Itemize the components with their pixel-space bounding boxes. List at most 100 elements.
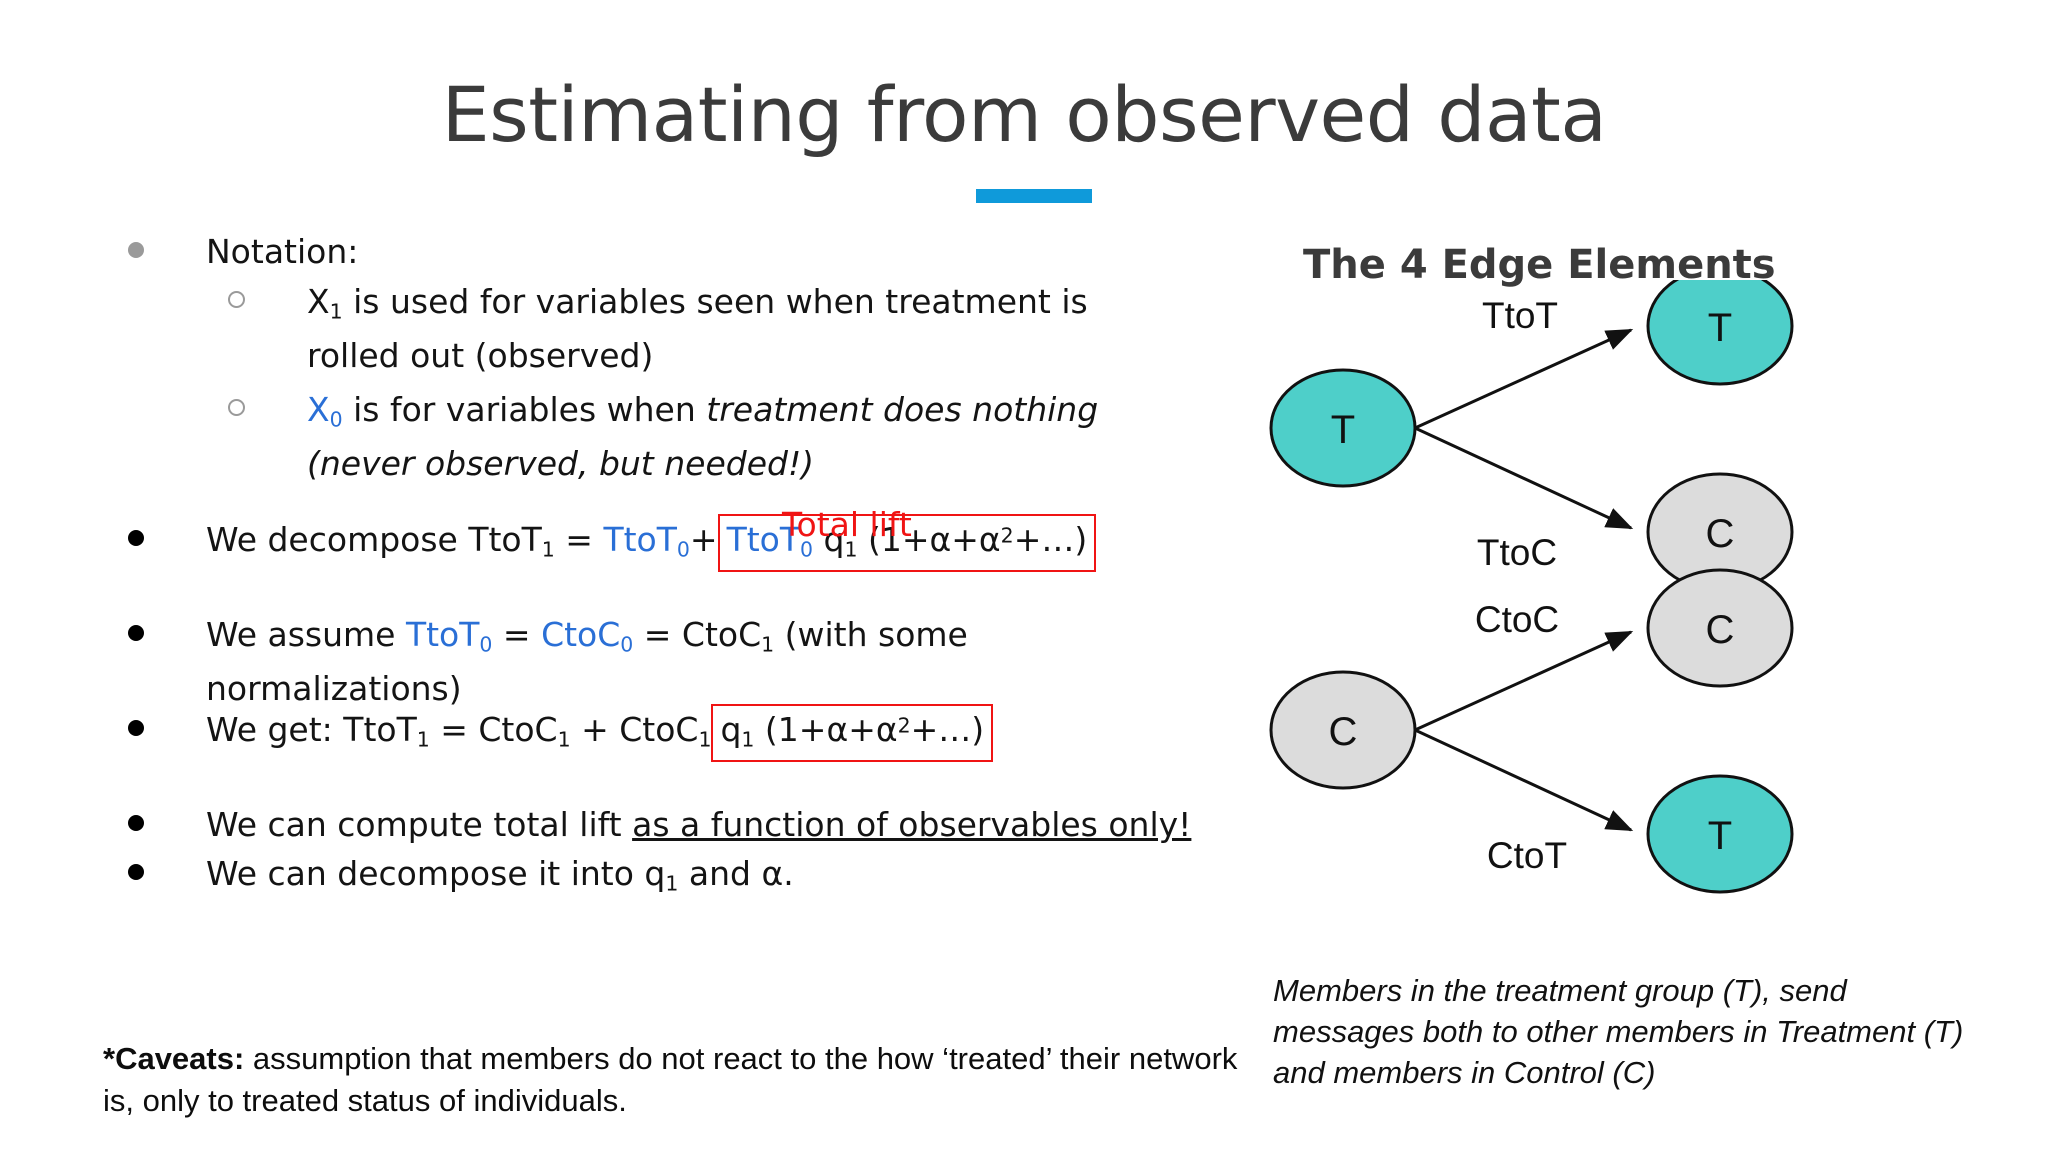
bullet-conclusion-compute: We can compute total lift as a function … xyxy=(128,798,1228,852)
variable-x0-base: X xyxy=(307,390,330,429)
variable-x1-subscript: 1 xyxy=(329,299,343,324)
boxed-series-close: +…) xyxy=(1013,520,1088,559)
variable-x0-subscript: 0 xyxy=(329,407,343,432)
equation-assume-lead: We assume xyxy=(206,615,406,654)
conclusion-decompose-plain-a: We can decompose it into q xyxy=(206,854,666,893)
equation-assume-eq1: = xyxy=(492,615,542,654)
bullet-dot-icon xyxy=(128,625,144,641)
edge-label-ctot: CtoT xyxy=(1487,835,1567,876)
equation-assume-t1-sub: 0 xyxy=(479,632,493,657)
bullet-circle-icon xyxy=(228,399,245,416)
edge-label-ttoc: TtoC xyxy=(1477,532,1557,573)
bullet-circle-icon xyxy=(228,291,245,308)
bullet-equation-decompose: We decompose TtoT1 = TtoT0+TtoT0 q1 (1+α… xyxy=(128,513,1188,572)
edge-label-ctoc: CtoC xyxy=(1475,599,1559,640)
equation-decompose-text: We decompose TtoT1 = TtoT0+TtoT0 q1 (1+α… xyxy=(206,513,1097,572)
bullet-notation-x0: X0 is for variables when treatment does … xyxy=(228,383,1168,491)
equation-weget-lead-sub: 1 xyxy=(416,727,430,752)
equation-decompose-plus: + xyxy=(689,520,718,559)
node-control-target-bottom xyxy=(1646,568,1794,688)
bullet-dot-icon xyxy=(128,530,144,546)
bullet-notation-x1-text: X1 is used for variables seen when treat… xyxy=(307,275,1168,383)
equation-assume-t3-sub: 1 xyxy=(761,632,775,657)
right-diagram-column: The 4 Edge Elements TtoT TtoC T T C xyxy=(1255,225,2048,1125)
equation-assume-tail: (with some normalizations) xyxy=(206,615,968,708)
equation-decompose-equals: = xyxy=(554,520,604,559)
node-treatment-target-bottom xyxy=(1646,774,1794,894)
edge-elements-diagram: TtoT TtoC T T C CtoC CtoT C C xyxy=(1269,280,1794,894)
boxed2-q: q xyxy=(720,710,742,749)
variable-x0-description: is for variables when xyxy=(342,390,707,429)
conclusion-decompose-plain-b: and α. xyxy=(678,854,794,893)
conclusion-decompose-text: We can decompose it into q1 and α. xyxy=(206,847,794,901)
variable-x1-description: is used for variables seen when treatmen… xyxy=(307,282,1088,375)
bullet-notation-x0-text: X0 is for variables when treatment does … xyxy=(307,383,1168,491)
equation-decompose-lead-sub: 1 xyxy=(541,537,555,562)
caveats-note: *Caveats: assumption that members do not… xyxy=(103,1038,1253,1122)
equation-decompose-lead: We decompose TtoT xyxy=(206,520,542,559)
boxed-term: TtoT xyxy=(726,520,801,559)
diagram-caption: Members in the treatment group (T), send… xyxy=(1273,973,1964,1090)
conclusion-decompose-sub: 1 xyxy=(665,871,679,896)
page-title: Estimating from observed data xyxy=(441,70,1607,159)
equation-decompose-term-sub: 0 xyxy=(676,537,690,562)
equation-assume-text: We assume TtoT0 = CtoC0 = CtoC1 (with so… xyxy=(206,608,1228,716)
bullet-notation-label: Notation: xyxy=(206,232,359,271)
bullet-conclusion-decompose: We can decompose it into q1 and α. xyxy=(128,847,1128,901)
bullet-dot-icon xyxy=(128,720,144,736)
node-label-treatment-source: T xyxy=(1331,408,1355,452)
conclusion-compute-plain: We can compute total lift xyxy=(206,805,633,844)
node-label-control-source: C xyxy=(1329,710,1358,754)
node-label-treatment-target: T xyxy=(1708,306,1732,350)
node-label-control-target-bottom: C xyxy=(1706,608,1735,652)
edge-ttoc-arrow xyxy=(1414,426,1634,530)
equation-assume-t1: TtoT xyxy=(405,615,480,654)
boxed2-series-open: (1+α+α xyxy=(754,710,898,749)
total-lift-box: TtoT0 q1 (1+α+α2+…) xyxy=(717,514,1097,572)
bullet-equation-assume: We assume TtoT0 = CtoC0 = CtoC1 (with so… xyxy=(128,608,1228,716)
boxed2-series-exponent: 2 xyxy=(897,713,911,738)
bullet-dot-icon xyxy=(128,864,144,880)
edge-label-ttot: TtoT xyxy=(1482,295,1558,336)
equation-decompose-term: TtoT xyxy=(603,520,677,559)
lift-factor-box: q1 (1+α+α2+…) xyxy=(711,704,994,762)
equation-assume-t2: CtoC xyxy=(541,615,621,654)
boxed-series-open: (1+α+α xyxy=(857,520,1001,559)
equation-weget-plus-sub: 1 xyxy=(698,727,712,752)
node-label-treatment-target-bottom: T xyxy=(1708,814,1732,858)
equation-weget-equals: = CtoC xyxy=(429,710,558,749)
left-content-column: Notation: X1 is used for variables seen … xyxy=(0,225,1250,985)
equation-weget-plus: + CtoC xyxy=(570,710,699,749)
equation-weget-mid-sub: 1 xyxy=(557,727,571,752)
variable-x0-description-italic: treatment does nothing (never observed, … xyxy=(307,390,1099,483)
variable-x1-base: X xyxy=(307,282,330,321)
node-label-control-target-top: C xyxy=(1706,512,1735,556)
bullet-notation: Notation: xyxy=(128,225,1128,279)
bullet-notation-x1: X1 is used for variables seen when treat… xyxy=(228,275,1168,383)
conclusion-compute-underlined: as a function of observables only! xyxy=(632,805,1192,844)
node-treatment-target xyxy=(1646,280,1794,386)
boxed-q-sub: 1 xyxy=(844,537,858,562)
edge-ctoc-arrow xyxy=(1414,630,1634,732)
equation-weget-lead: We get: TtoT xyxy=(206,710,417,749)
edge-ttot-arrow xyxy=(1414,328,1634,430)
bullet-dot-icon xyxy=(128,242,144,258)
conclusion-compute-text: We can compute total lift as a function … xyxy=(206,798,1191,852)
boxed2-q-sub: 1 xyxy=(741,727,755,752)
treatment-diagram: TtoT TtoC T T C xyxy=(1269,280,1794,592)
boxed2-series-close: +…) xyxy=(910,710,985,749)
boxed-term-sub: 0 xyxy=(800,537,814,562)
bullet-dot-icon xyxy=(128,815,144,831)
equation-assume-eq2: = CtoC xyxy=(633,615,762,654)
caveats-label: *Caveats: xyxy=(103,1041,245,1076)
control-diagram: CtoC CtoT C C T xyxy=(1269,568,1794,894)
node-control-source xyxy=(1269,670,1417,790)
equation-assume-t2-sub: 0 xyxy=(620,632,634,657)
boxed-series-exponent: 2 xyxy=(1000,523,1014,548)
title-accent-bar xyxy=(976,189,1092,203)
total-lift-annotation: Total lift xyxy=(782,505,912,544)
node-treatment-source xyxy=(1269,368,1417,488)
edge-ctot-arrow xyxy=(1414,728,1634,832)
